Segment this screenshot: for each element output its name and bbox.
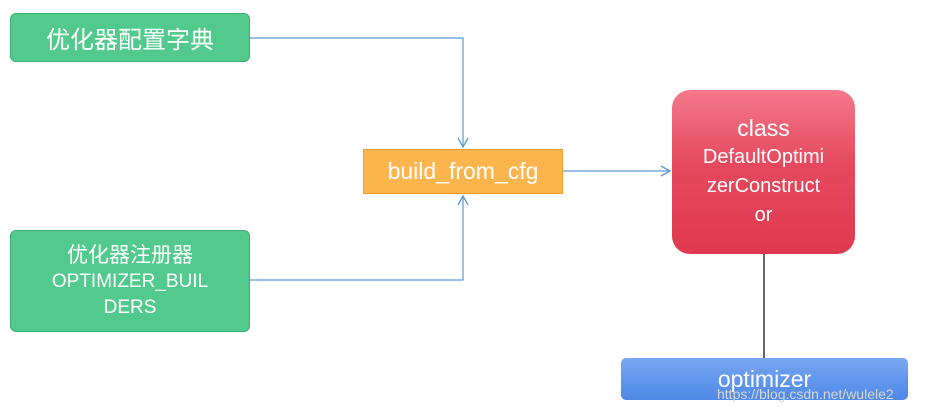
arrow-dict-to-build [250, 37, 469, 149]
class-name-line3: or [754, 204, 773, 226]
optimizer-config-dict-node: 优化器配置字典 [10, 13, 250, 62]
optimizer-registry-node: 优化器注册器 OPTIMIZER_BUIL DERS [10, 230, 250, 332]
class-name-line2: zerConstruct [706, 175, 821, 197]
class-keyword-label: class [737, 115, 790, 141]
optimizer-node: optimizer [621, 358, 908, 400]
build-from-cfg-label: build_from_cfg [387, 158, 539, 184]
optimizer-registry-label: 优化器注册器 [67, 243, 193, 267]
default-optimizer-constructor-node: class DefaultOptimi zerConstruct or [672, 90, 855, 254]
arrow-registry-to-build [250, 194, 469, 281]
optimizer-config-dict-label: 优化器配置字典 [46, 27, 214, 54]
optimizer-registry-name-line1: OPTIMIZER_BUIL [51, 270, 209, 292]
class-name-line1: DefaultOptimi [702, 146, 825, 168]
watermark-text: https://blog.csdn.net/wulele2 [717, 386, 894, 402]
optimizer-registry-name-line2: DERS [103, 296, 157, 318]
optimizer-label: optimizer [717, 365, 812, 392]
build-from-cfg-node: build_from_cfg [363, 149, 563, 194]
